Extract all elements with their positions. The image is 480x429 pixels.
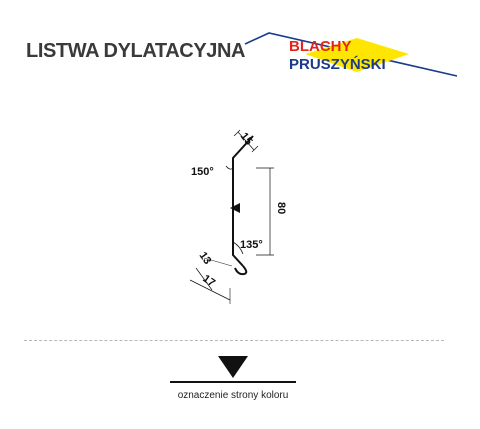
logo-line1: BLACHY bbox=[289, 38, 352, 55]
legend-triangle-icon bbox=[218, 356, 248, 378]
section-divider bbox=[24, 340, 444, 341]
angle-bottom-label: 135° bbox=[240, 239, 263, 251]
dim-top-line bbox=[237, 131, 255, 151]
profile-drawing: 15 150° 80 135° 13 17 bbox=[189, 129, 287, 304]
dim-height-label: 80 bbox=[275, 202, 287, 214]
legend-label: oznaczenie strony koloru bbox=[177, 390, 289, 401]
dim-top-tick bbox=[233, 129, 241, 137]
dim-bottom-label: 17 bbox=[200, 273, 217, 290]
dim-hem-line bbox=[195, 267, 213, 291]
logo-line2: PRUSZYŃSKI bbox=[289, 56, 386, 73]
logo-roof-line bbox=[244, 32, 458, 77]
profile-hem bbox=[234, 265, 248, 276]
logo-yellow-diamond bbox=[305, 38, 409, 72]
dim-hem-label: 13 bbox=[197, 250, 214, 267]
angle-top-label: 150° bbox=[191, 166, 214, 178]
color-side-symbol-icon bbox=[170, 356, 296, 383]
angle-top-arc bbox=[225, 165, 234, 170]
legend-symbol bbox=[168, 354, 298, 386]
dim-top-tick bbox=[251, 145, 259, 153]
dim-bottom-line bbox=[189, 279, 231, 301]
brand-logo: BLACHY PRUSZYŃSKI bbox=[244, 28, 460, 80]
angle-bottom-arc bbox=[232, 241, 244, 255]
page-title: LISTWA DYLATACYJNA bbox=[26, 40, 246, 62]
brand-logo-graphic: BLACHY PRUSZYŃSKI bbox=[244, 32, 458, 77]
color-side-marker-icon bbox=[230, 203, 240, 213]
dim-hem-ext bbox=[203, 257, 233, 267]
dim-top-label: 15 bbox=[238, 130, 255, 147]
technical-drawing: 15 150° 80 135° 13 17 bbox=[160, 118, 320, 308]
